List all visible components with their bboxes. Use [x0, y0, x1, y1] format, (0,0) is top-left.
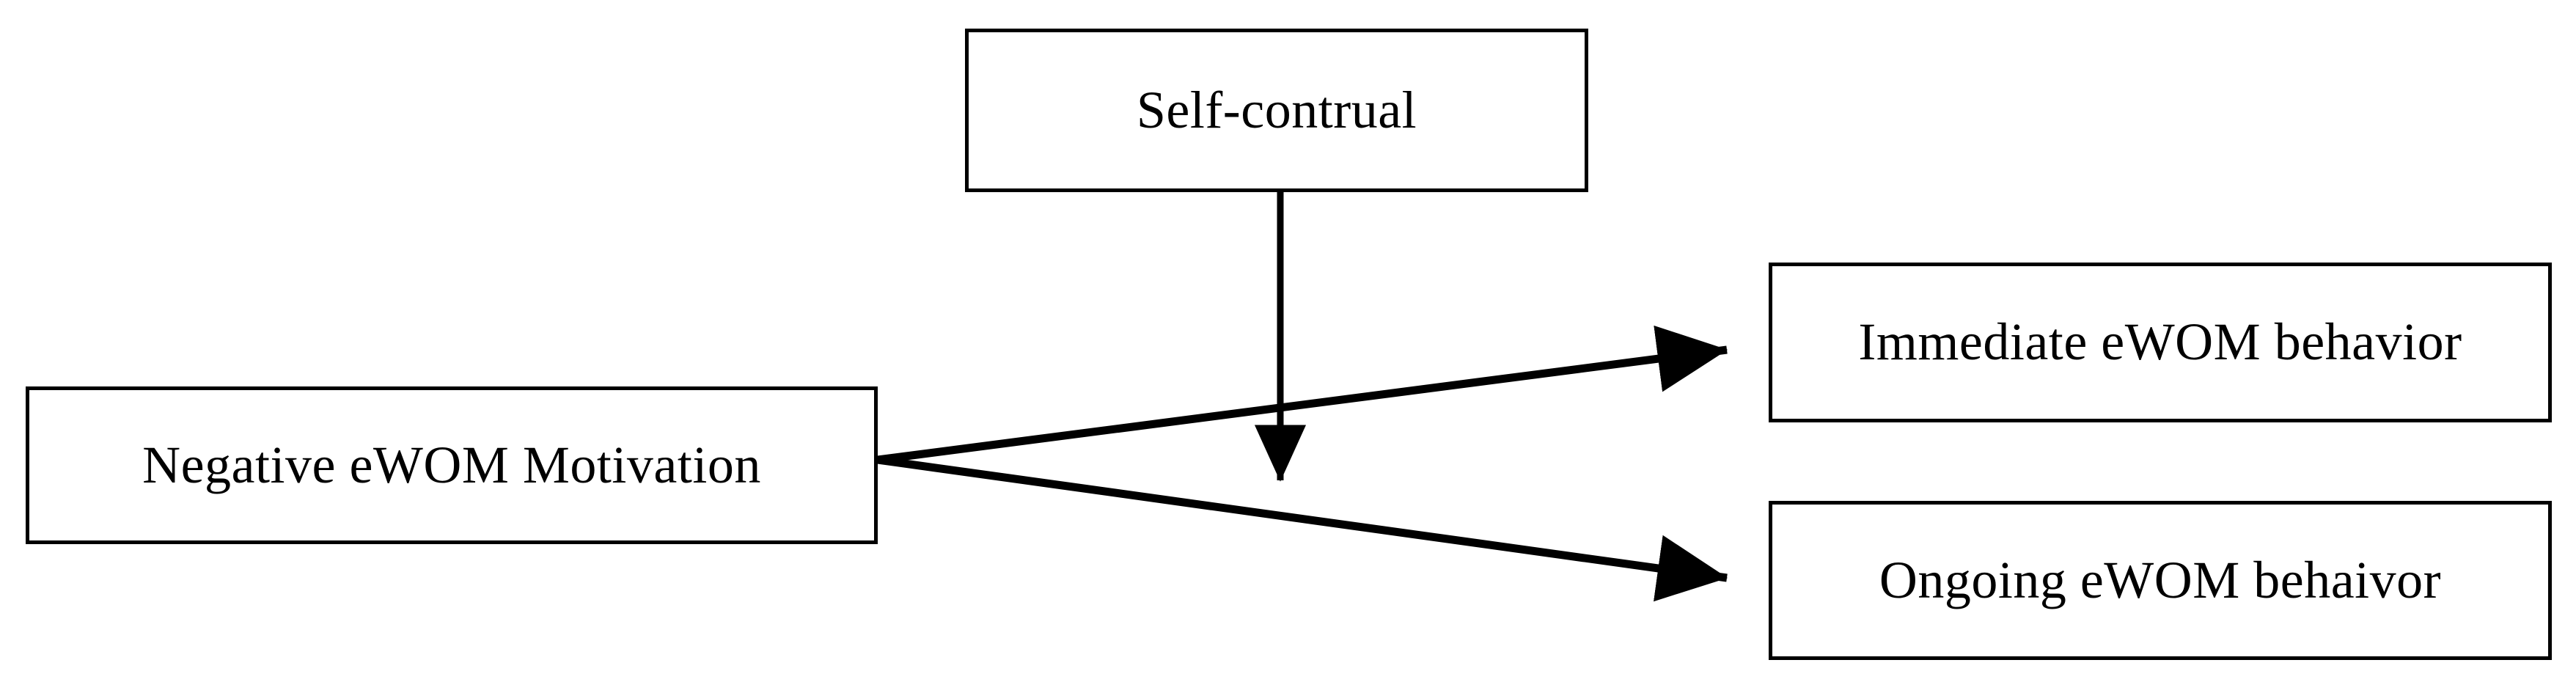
motivation-to-ongoing-arrow [877, 455, 1728, 602]
motivation-to-immediate-arrow [877, 325, 1728, 464]
node-self-construal-label: Self-contrual [1136, 80, 1417, 139]
node-negative-ewom-motivation-label: Negative eWOM Motivation [142, 435, 761, 494]
node-ongoing-ewom-behavior[interactable]: Ongoing eWOM behaivor [1769, 501, 2552, 660]
node-immediate-ewom-behavior[interactable]: Immediate eWOM behavior [1769, 263, 2552, 422]
node-immediate-ewom-behavior-label: Immediate eWOM behavior [1858, 312, 2462, 372]
node-negative-ewom-motivation[interactable]: Negative eWOM Motivation [26, 386, 878, 544]
node-ongoing-ewom-behavior-label: Ongoing eWOM behaivor [1879, 550, 2442, 609]
node-self-construal[interactable]: Self-contrual [965, 29, 1588, 192]
